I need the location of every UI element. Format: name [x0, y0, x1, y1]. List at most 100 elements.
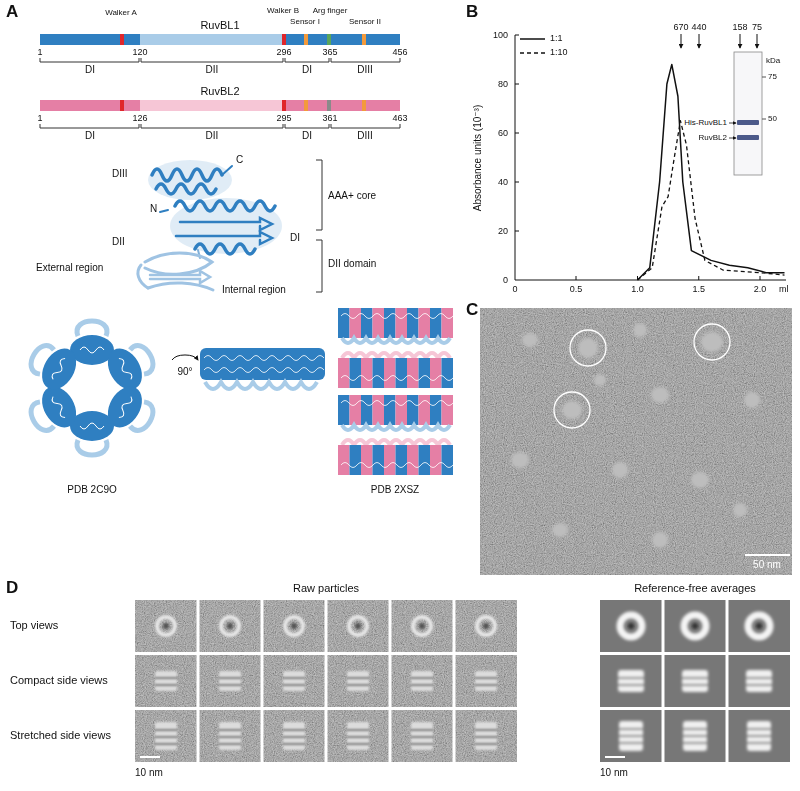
ribbon-structure: [148, 283, 213, 290]
residue-number: 365: [322, 47, 337, 57]
tick-label: 100: [493, 30, 508, 40]
ribbon-structure: [222, 166, 232, 175]
raw-particle-grid: [389, 600, 392, 762]
chart-axes: [515, 35, 519, 231]
hexamer-side-view: [205, 382, 317, 389]
ribbon-structure: [138, 160, 282, 290]
gel-marker: 75: [768, 72, 777, 81]
average-grid: [600, 600, 790, 762]
residue-number: 120: [132, 47, 147, 57]
micrograph: [522, 333, 538, 347]
motif-mark: [304, 100, 308, 111]
micrograph: [554, 324, 730, 428]
motif-mark: [327, 100, 331, 111]
dodecamer-side-view: [338, 395, 453, 475]
micrograph: [744, 392, 760, 408]
motif-mark: [362, 34, 366, 45]
domain-label: DI: [302, 64, 312, 76]
marker-size: 440: [691, 22, 706, 32]
panel-letter: D: [6, 578, 18, 598]
hexamer-top-view: [101, 335, 161, 395]
scale-label: 10 nm: [600, 767, 628, 779]
panel-letter: A: [6, 2, 18, 22]
gel-unit: kDa: [766, 56, 780, 65]
micrograph: [480, 308, 792, 575]
raw-particle-grid: [411, 722, 433, 750]
ribbon-structure: [152, 169, 222, 181]
ribbon-structure: [138, 265, 148, 288]
ribbon-structure: [160, 210, 168, 212]
tick-label: 0.5: [570, 284, 583, 294]
gel-inset: [729, 138, 736, 139]
domain-segment: [284, 100, 400, 111]
raw-particle-grid: [325, 600, 328, 762]
hexamer-side-view: [204, 356, 324, 361]
raw-particle-grid: [347, 671, 369, 691]
micrograph: [511, 452, 529, 468]
raw-particle-grid: [140, 756, 160, 758]
raw-particle-grid: [283, 671, 305, 691]
ribbon-structure: [148, 160, 232, 200]
residue-number: 1: [37, 113, 42, 123]
legend-sample: [520, 35, 546, 43]
motif-label: Arg finger: [313, 6, 348, 15]
legend-line: [520, 38, 545, 40]
marker-arrow: [757, 34, 758, 48]
motif-mark: [120, 100, 124, 111]
domain-label: DIII: [357, 130, 373, 142]
hexamer-side-view: [204, 368, 324, 373]
panel-letter: B: [466, 2, 478, 22]
scale-label: 50 nm: [753, 559, 781, 571]
micrograph: [733, 503, 747, 517]
micrograph: [570, 330, 606, 366]
average-grid: [600, 600, 790, 762]
marker-arrow: [681, 34, 682, 48]
micrograph: [694, 324, 730, 360]
micrograph: [554, 392, 590, 428]
motif-mark: [327, 34, 331, 45]
average-grid: [600, 652, 790, 655]
hexamer-side-view: [200, 348, 325, 380]
raw-particle-grid: [219, 671, 241, 691]
average-grid: [747, 721, 771, 751]
dodecamer-side-view: [338, 308, 453, 475]
hexamer-top-view: [23, 335, 83, 395]
marker-arrow: [740, 34, 741, 48]
micrograph: [745, 554, 790, 556]
average-grid: [683, 721, 707, 751]
raw-particle-grid: [347, 722, 369, 750]
raw-particle-grid: [261, 600, 264, 762]
ribbon-structure: [156, 184, 216, 194]
hexamer-side-view: [200, 348, 325, 389]
raw-particle-grid: [221, 617, 239, 635]
raw-particle-grid: [219, 722, 241, 750]
micrograph: [633, 323, 647, 337]
core-bracket: [316, 160, 322, 292]
average-grid: [600, 600, 790, 762]
residue-number: 361: [322, 113, 337, 123]
row-label: Top views: [10, 619, 58, 632]
average-grid: [662, 600, 665, 762]
bracket-label: DII domain: [328, 258, 376, 270]
micrograph: [594, 374, 606, 386]
raw-particle-grid: [135, 707, 517, 710]
dodecamer-side-view: [338, 308, 453, 388]
structure-label: Internal region: [222, 284, 286, 296]
raw-particle-grid: [413, 617, 431, 635]
structure-label: DIII: [112, 168, 128, 180]
tick-label: 2.0: [754, 284, 767, 294]
structure-label: C: [236, 154, 243, 166]
raw-particle-grid: [135, 652, 517, 655]
average-grid: [748, 615, 770, 637]
bracket-label: AAA+ core: [328, 190, 376, 202]
tick-label: 80: [498, 79, 508, 89]
pdb-label: PDB 2XSZ: [371, 484, 419, 496]
motif-mark: [120, 34, 124, 45]
domain-bracket: [40, 58, 400, 128]
curve-1-10: [638, 121, 785, 280]
ribbon-structure: [195, 244, 255, 254]
domain-bracket: [40, 58, 400, 62]
micrograph: [701, 332, 723, 352]
raw-particle-grid: [155, 722, 177, 750]
protein-name: RuvBL1: [200, 19, 239, 32]
